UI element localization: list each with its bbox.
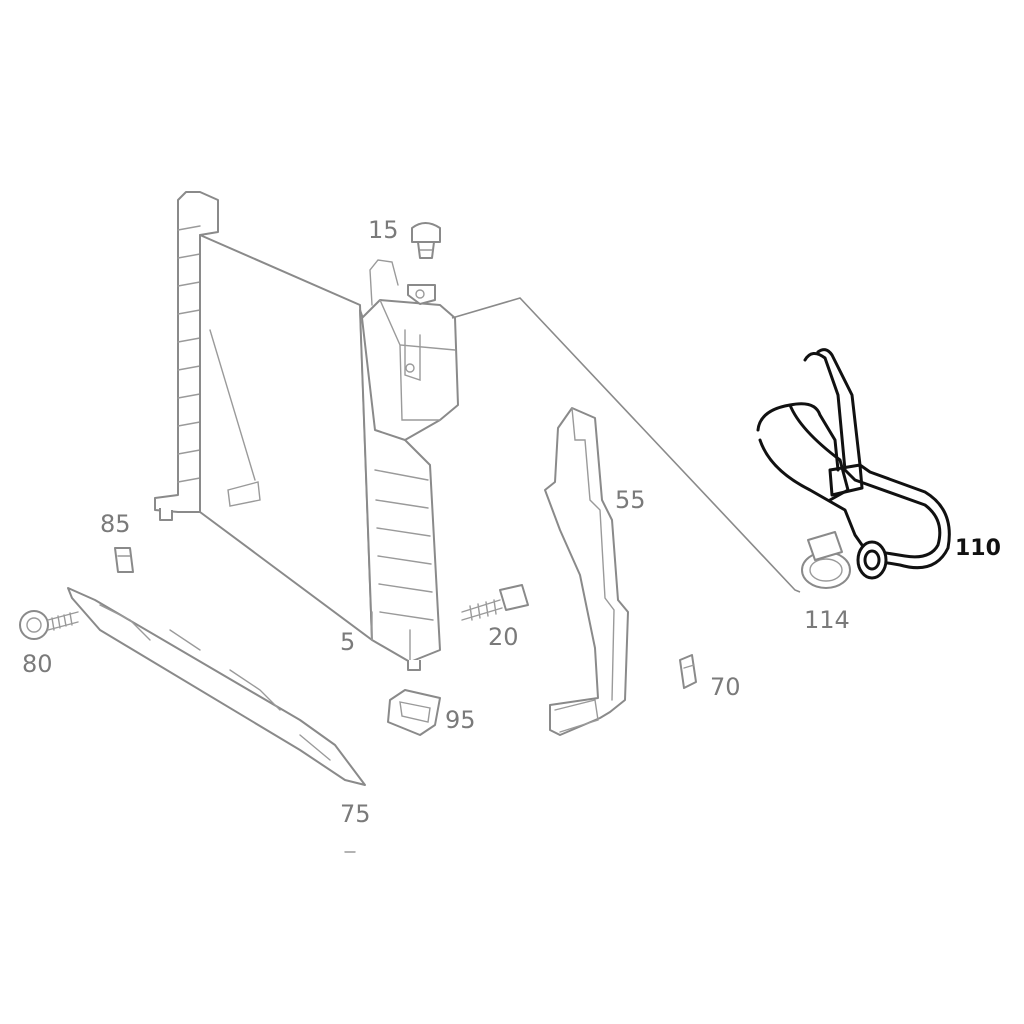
drain-plug[interactable] [461, 584, 529, 621]
label-drain-plug: 20 [488, 623, 519, 651]
side-shroud[interactable] [544, 407, 629, 736]
leader-line-114 [451, 297, 801, 593]
mount[interactable] [387, 689, 441, 736]
label-clip-left: 85 [100, 510, 131, 538]
label-hose-clamp: 114 [804, 606, 850, 634]
label-clip-right: 70 [710, 673, 741, 701]
expansion-tank[interactable] [361, 259, 459, 441]
screw[interactable] [19, 610, 79, 640]
label-cap: 15 [368, 216, 399, 244]
hose[interactable] [756, 348, 951, 580]
clip-left[interactable] [114, 547, 134, 573]
clip-right[interactable] [679, 654, 697, 689]
cap[interactable] [411, 222, 441, 259]
label-screw: 80 [22, 650, 53, 678]
label-side-shroud: 55 [615, 486, 646, 514]
label-radiator: 5 [340, 628, 355, 656]
label-hose: 110 [955, 536, 1001, 561]
label-mount: 95 [445, 706, 476, 734]
lower-strip[interactable] [67, 587, 366, 786]
hose-clamp[interactable] [801, 531, 851, 589]
label-lower-strip: 75 [340, 800, 371, 828]
